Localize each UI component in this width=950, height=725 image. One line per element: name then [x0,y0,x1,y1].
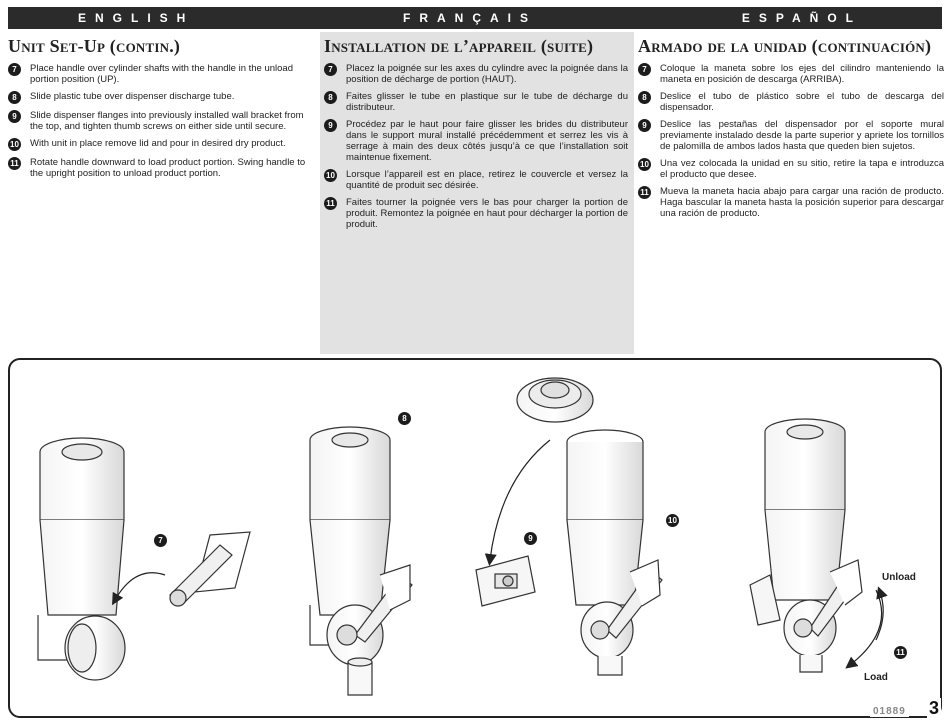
language-label-spanish: ESPAÑOL [741,11,862,25]
dispenser-unit-4 [749,418,863,673]
figure-badge-8: 8 [398,412,411,425]
wall-bracket-part [475,555,536,607]
figure-badge-10: 10 [666,514,679,527]
step-number-badge: 11 [324,197,337,210]
handle-part-1 [169,531,251,607]
step-text: Procédez par le haut pour faire glisser … [346,119,628,163]
step-number-badge: 11 [638,186,651,199]
step-text: With unit in place remove lid and pour i… [30,138,286,149]
english-title: Unit Set-Up (contin.) [8,36,181,56]
step-text: Coloque la maneta sobre los ejes del cil… [660,63,944,85]
step-text: Place handle over cylinder shafts with t… [30,63,294,85]
language-label-french: FRANÇAIS [402,11,537,25]
arrow-handle-install [112,572,166,606]
french-step: 10 Lorsque l’appareil est en place, retir… [324,169,628,191]
french-step: 11 Faites tourner la poignée vers le bas … [324,197,628,230]
document-code: 01889 [870,706,909,717]
spanish-step: 11 Mueva la maneta hacia abajo para carga… [638,186,944,219]
step-text: Lorsque l’appareil est en place, retirez… [346,169,628,191]
dispenser-unit-2 [309,426,413,696]
step-number-badge: 7 [8,63,21,76]
load-label: Load [864,672,888,683]
step-number-badge: 8 [324,91,337,104]
english-step: 7 Place handle over cylinder shafts with … [8,63,313,85]
language-header-bar: ENGLISH FRANÇAIS ESPAÑOL [8,7,942,29]
french-step: 9 Procédez par le haut pour faire glisser… [324,119,628,163]
english-step: 8 Slide plastic tube over dispenser disch… [8,91,313,104]
english-step: 9 Slide dispenser flanges into previously… [8,110,313,132]
step-number-badge: 10 [638,158,651,171]
step-number-badge: 7 [638,63,651,76]
step-text: Una vez colocada la unidad en su sitio, … [660,158,944,180]
english-step: 11 Rotate handle downward to load product… [8,157,313,179]
step-number-badge: 9 [638,119,651,132]
step-text: Faites glisser le tube en plastique sur … [346,91,628,113]
dispenser-unit-3 [566,429,663,676]
language-label-english: ENGLISH [78,11,195,25]
english-column: Unit Set-Up (contin.) 7 Place handle over… [8,32,313,354]
step-number-badge: 8 [638,91,651,104]
unload-label: Unload [882,572,916,583]
step-text: Slide plastic tube over dispenser discha… [30,91,235,102]
step-number-badge: 9 [324,119,337,132]
arrow-load [845,589,883,669]
step-number-badge: 11 [8,157,21,170]
figure-badge-11: 11 [894,646,907,659]
step-number-badge: 10 [8,138,21,151]
step-text: Placez la poignée sur les axes du cylind… [346,63,628,85]
french-step: 8 Faites glisser le tube en plastique sur… [324,91,628,113]
assembly-drawing [37,377,888,696]
spanish-title: Armado de la unidad (continuación) [638,36,932,56]
lid-part [516,377,594,423]
figure-badge-9: 9 [524,532,537,545]
step-text: Deslice las pestañas del dispensador por… [660,119,944,152]
assembly-illustration-panel: 7 8 9 10 11 Unload Load [8,358,942,718]
arrow-bracket-slide [484,439,551,566]
motion-arrows [112,439,888,669]
page-number: 3 [927,698,942,719]
step-text: Faites tourner la poignée vers le bas po… [346,197,628,230]
spanish-step: 9 Deslice las pestañas del dispensador po… [638,119,944,152]
english-step: 10 With unit in place remove lid and pour… [8,138,313,151]
spanish-step: 7 Coloque la maneta sobre los ejes del ci… [638,63,944,85]
step-text: Slide dispenser flanges into previously … [30,110,304,132]
french-column: Installation de l’appareil (suite) 7 Plac… [320,32,634,354]
step-number-badge: 7 [324,63,337,76]
figure-badge-7: 7 [154,534,167,547]
spanish-step: 8 Deslice el tubo de plástico sobre el tu… [638,91,944,113]
step-text: Mueva la maneta hacia abajo para cargar … [660,186,944,219]
arrow-unload [875,586,888,641]
french-title: Installation de l’appareil (suite) [324,36,594,56]
spanish-column: Armado de la unidad (continuación) 7 Colo… [638,32,944,354]
dispenser-unit-1 [37,437,126,681]
step-text: Deslice el tubo de plástico sobre el tub… [660,91,944,113]
step-number-badge: 10 [324,169,337,182]
spanish-step: 10 Una vez colocada la unidad en su sitio… [638,158,944,180]
step-text: Rotate handle downward to load product p… [30,157,306,179]
french-step: 7 Placez la poignée sur les axes du cylin… [324,63,628,85]
step-number-badge: 8 [8,91,21,104]
step-number-badge: 9 [8,110,21,123]
